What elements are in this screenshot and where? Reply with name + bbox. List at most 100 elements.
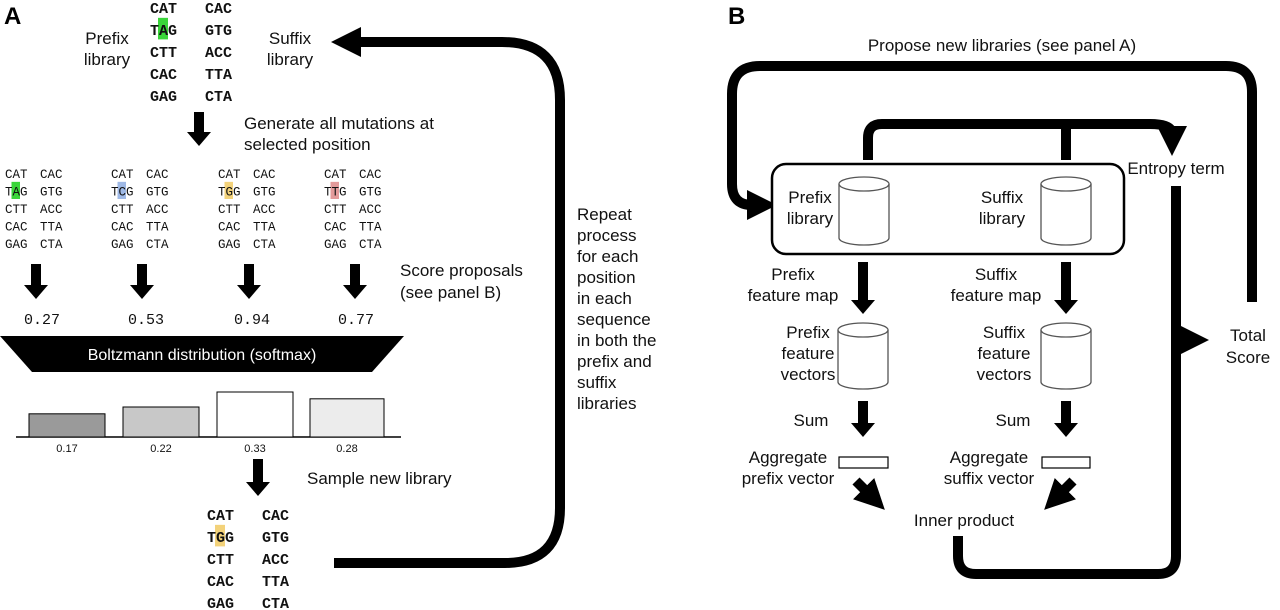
probability-bar-2 [122,406,200,438]
prefix-sequence: CAC [111,221,134,235]
suffix-sequence: CAC [146,168,169,182]
repeat-loop-arrow [331,27,565,568]
suffix-sequence: TTA [359,221,382,235]
suffix-library-label: Suffix library [267,29,314,69]
prefix-sequence: TGG [207,530,234,547]
repeat-line-6: sequence [577,310,651,329]
prefix-vectors-cylinder [837,322,889,390]
prefix-sequence: CTT [218,203,241,217]
entropy-term-label: Entropy term [1127,159,1224,178]
prefix-feature-map-arrow [851,262,875,314]
prefix-map-line1: Prefix [771,265,815,284]
repeat-line-1: Repeat [577,205,632,224]
suffix-sequence: CAC [253,168,276,182]
suffix-to-inner-product-arrow [1044,477,1077,510]
score-proposals-label: Score proposals(see panel B) [400,261,523,302]
score-value-4: 0.77 [338,312,374,329]
prefix-feature-map-label: Prefix feature map [748,265,839,305]
suffix-sequence: TTA [146,221,169,235]
repeat-line-8: prefix and [577,352,652,371]
suffix-sequence: CTA [146,238,169,252]
suffix-sequence: ACC [253,203,276,217]
repeat-line-7: in both the [577,331,656,350]
total-score-line1: Total [1230,326,1266,345]
suffix-sequence: GTG [205,23,232,40]
repeat-line-2: process [577,226,637,245]
prefix-sequence: GAG [5,238,28,252]
panel-a-letter: A [4,3,21,30]
suffix-sequence: GTG [359,186,382,200]
prefix-vec-line2: feature [782,344,835,363]
score-value-3: 0.94 [234,312,270,329]
score-value-2: 0.53 [128,312,164,329]
prefix-sum-arrow [851,401,875,437]
prefix-sequence: CAT [207,508,234,525]
prefix-sum-label: Sum [794,411,829,430]
suffix-sequence: ACC [40,203,63,217]
prefix-map-line2: feature map [748,286,839,305]
generate-label-line1: Generate all mutations at [244,114,434,133]
cylinder-group [837,176,1092,390]
suffix-map-line1: Suffix [975,265,1018,284]
prefix-sequence: CAT [5,168,28,182]
prefix-sequence: CTT [207,552,234,569]
inner-product-label: Inner product [914,511,1014,530]
prefix-sequence: GAG [324,238,347,252]
suffix-sum-label: Sum [996,411,1031,430]
suffix-sequence: CAC [40,168,63,182]
suffix-feature-map-arrow [1054,262,1078,314]
probability-bar-4 [309,398,385,438]
suffix-sequence: CTA [262,596,289,610]
suffix-sum-arrow [1054,401,1078,437]
panel-b-flow-arrows [851,262,1078,437]
suffix-sequence: CTA [359,238,382,252]
score-down-arrow-1 [24,264,48,299]
suffix-sequence: ACC [205,45,232,62]
sample-down-arrow [246,459,270,496]
generate-down-arrow [187,112,211,146]
prefix-sequence: CAT [111,168,134,182]
suffix-library-b-line2: library [979,209,1026,228]
suffix-sequence: GTG [146,186,169,200]
prefix-vec-line3: vectors [781,365,836,384]
prefix-sequence: TAG [5,186,28,200]
prefix-library-cylinder [838,176,890,246]
suffix-sequence: GTG [262,530,289,547]
suffix-sequence: CAC [262,508,289,525]
prefix-aggregate-vector [838,456,889,469]
suffix-vec-line2: feature [978,344,1031,363]
suffix-aggregate-vector [1041,456,1091,469]
prefix-sequence: CAC [150,67,177,84]
probability-label-3: 0.33 [244,443,265,455]
prefix-sequence: CAC [5,221,28,235]
repeat-line-9: suffix [577,373,617,392]
repeat-line-10: libraries [577,394,637,413]
prefix-sequence: CTT [324,203,347,217]
entropy-branch-line [863,119,1187,160]
probability-bar-3 [216,391,294,438]
mutation-highlight [224,181,233,199]
suffix-library-label-line2: library [267,50,314,69]
suffix-sequence: ACC [359,203,382,217]
score-value-1: 0.27 [24,312,60,329]
suffix-sequence: TTA [262,574,289,591]
score-label-line1: Score proposals [400,261,523,280]
suffix-map-line2: feature map [951,286,1042,305]
suffix-vec-line1: Suffix [983,323,1026,342]
suffix-vectors-cylinder [1040,322,1092,390]
prefix-agg-line2: prefix vector [742,469,835,488]
score-values: 0.27 0.53 0.94 0.77 [24,312,374,329]
suffix-library-label-line1: Suffix [269,29,312,48]
generate-label-line2: selected position [244,135,371,154]
score-down-arrow-2 [130,264,154,299]
